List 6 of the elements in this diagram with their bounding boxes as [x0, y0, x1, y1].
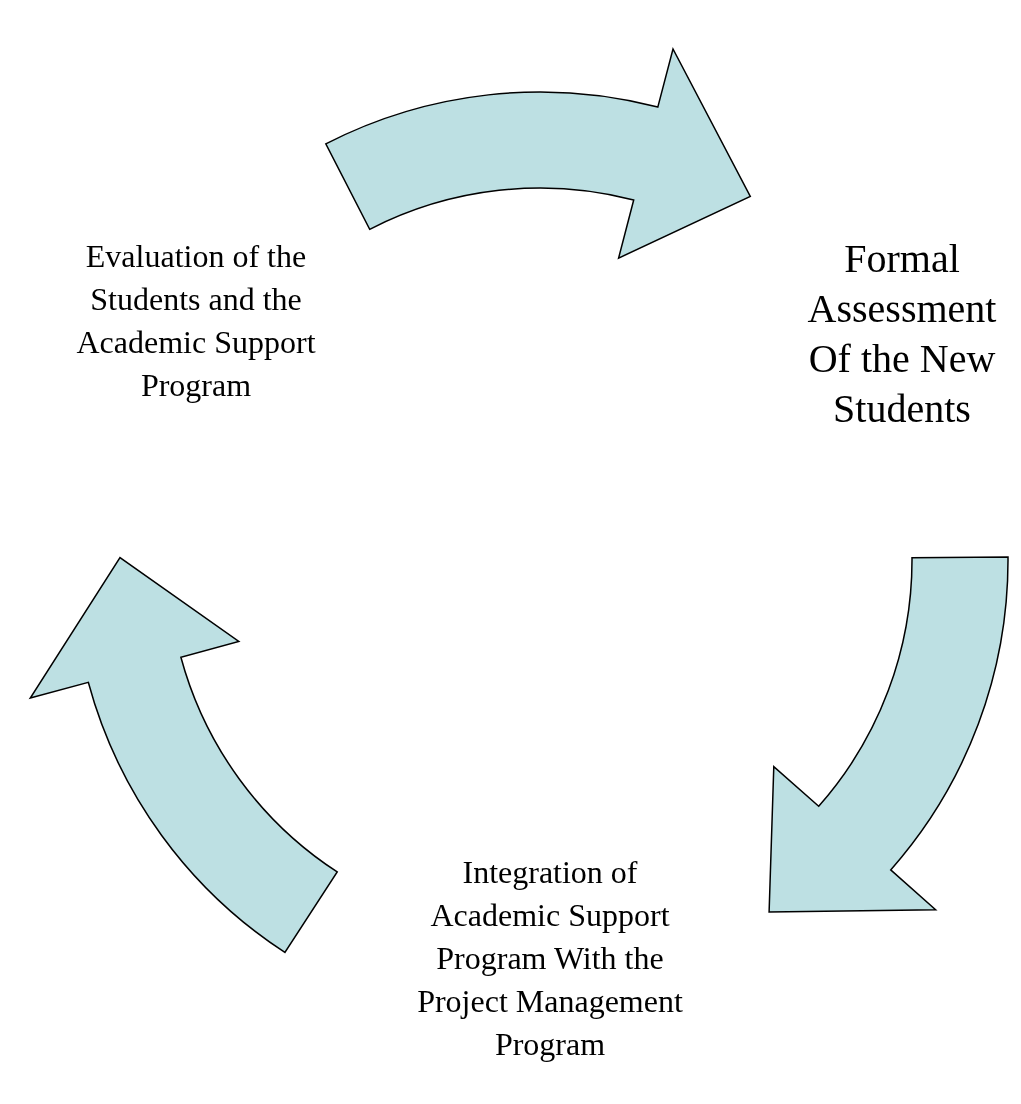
curved-block-arrow	[768, 556, 1009, 913]
step-label: Formal Assessment Of the New Students	[806, 235, 998, 433]
curved-block-arrow	[29, 556, 338, 954]
curved-block-arrow	[325, 48, 752, 259]
step-label: Evaluation of the Students and the Academic Support Program	[75, 237, 317, 405]
step-label: Integration of Academic Support Program With the Project Management Program	[416, 852, 684, 1064]
